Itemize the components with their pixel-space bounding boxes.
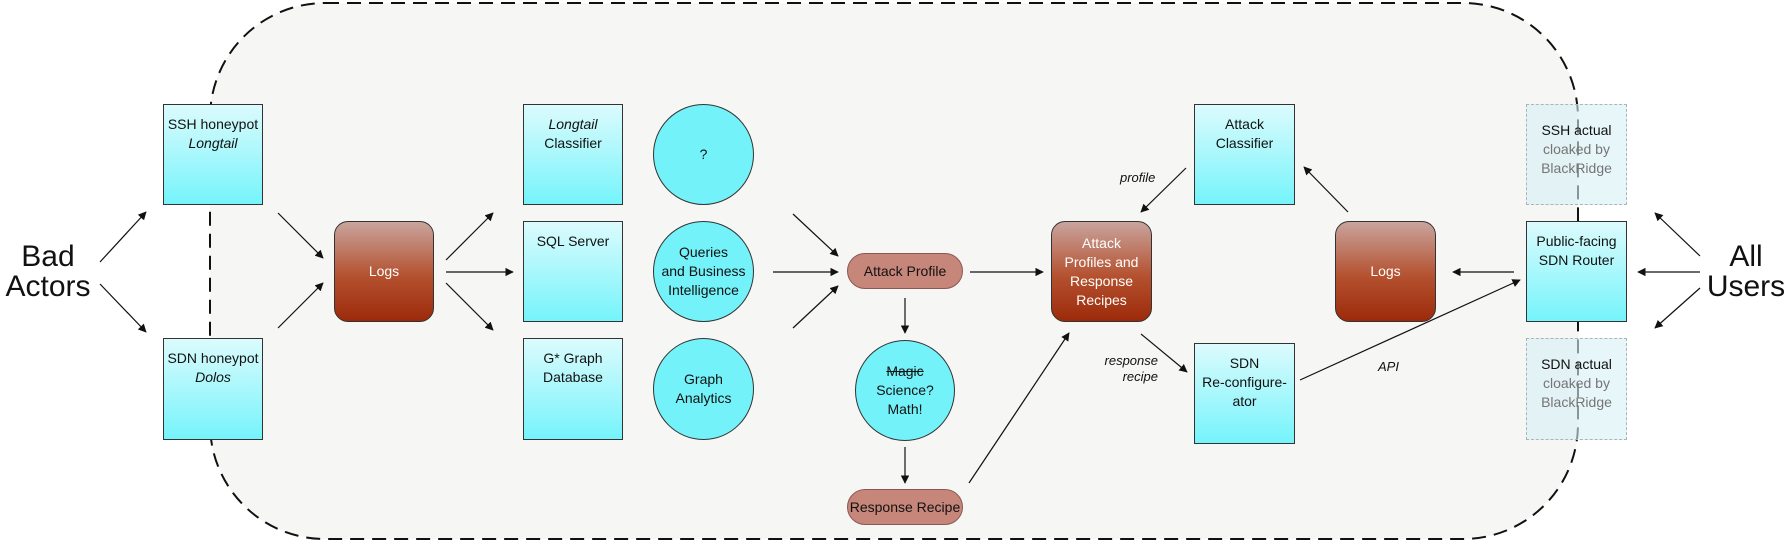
sdn-router-node: Public-facing SDN Router xyxy=(1526,221,1627,322)
edge-ssh-to-logs xyxy=(277,212,324,259)
sdn-reconfigurator-node: SDN Re-configure- ator xyxy=(1194,343,1295,444)
edge-bad-to-ssh xyxy=(99,211,147,263)
ssh-actual-node: SSH actual cloaked by BlackRidge xyxy=(1526,104,1627,205)
all-users-label: All Users xyxy=(1706,240,1786,303)
sdn-honeypot-node: SDN honeypot Dolos xyxy=(163,338,263,440)
edge-reconfig-to-router xyxy=(1299,279,1521,381)
edge-recipe-to-store xyxy=(968,332,1070,484)
response-recipe-node: Response Recipe xyxy=(847,489,963,525)
queries-bi-node: Queries and Business Intelligence xyxy=(653,221,754,322)
ssh-honeypot-node: SSH honeypot Longtail xyxy=(163,104,263,205)
logs-left-node: Logs xyxy=(334,221,434,322)
edge-question-to-profile xyxy=(792,213,839,257)
edge-users-to-ssh-actual xyxy=(1654,212,1701,257)
edge-label-response-recipe: response recipe xyxy=(1104,353,1158,384)
longtail-classifier-node: Longtail Classifier xyxy=(523,104,623,205)
graph-analytics-node: Graph Analytics xyxy=(653,338,754,440)
edge-users-to-sdn-actual xyxy=(1654,287,1701,329)
magic-science-node: Magic Science? Math! xyxy=(855,340,955,441)
edge-label-profile: profile xyxy=(1120,170,1156,185)
edge-logs-to-classifier xyxy=(445,212,494,261)
sdn-actual-node: SDN actual cloaked by BlackRidge xyxy=(1526,338,1627,440)
logs-right-node: Logs xyxy=(1335,221,1436,322)
sql-server-node: SQL Server xyxy=(523,221,623,322)
edge-store-to-reconfig xyxy=(1140,333,1188,373)
edge-label-api: API xyxy=(1378,359,1399,374)
edge-bad-to-sdn xyxy=(99,283,147,333)
edge-classifier-to-store xyxy=(1140,167,1187,213)
edge-analytics-to-profile xyxy=(792,285,839,329)
edge-logs-to-graphdb xyxy=(445,282,494,331)
attack-profiles-recipes-node: Attack Profiles and Response Recipes xyxy=(1051,221,1152,322)
edge-logs-to-classifier-right xyxy=(1303,166,1349,213)
edge-sdn-to-logs xyxy=(277,282,324,329)
attack-profile-node: Attack Profile xyxy=(847,253,963,289)
bad-actors-label: Bad Actors xyxy=(5,240,91,303)
unknown-analysis-node: ? xyxy=(653,104,754,205)
graph-database-node: G* Graph Database xyxy=(523,338,623,440)
attack-classifier-node: Attack Classifier xyxy=(1194,104,1295,205)
